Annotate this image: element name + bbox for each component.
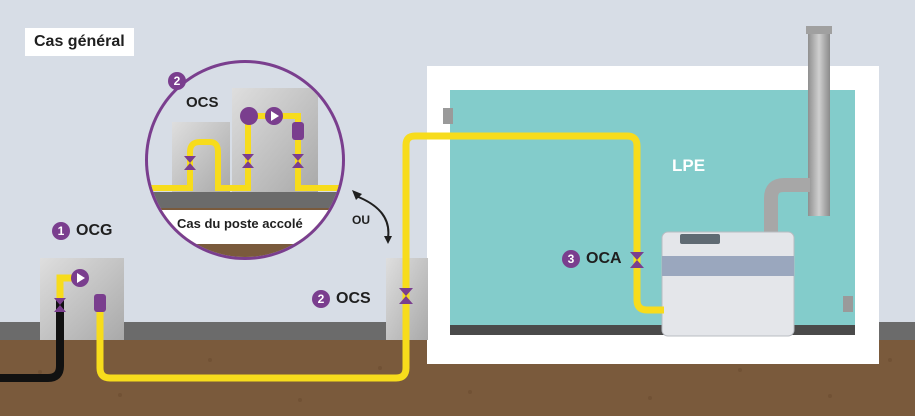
ocg-label: OCG [76,222,113,239]
ocs-main-label: OCS [336,290,371,307]
zoom-valve-3-icon [292,154,304,168]
or-arrow [355,195,390,239]
zoom-cabinet-back [172,122,230,192]
ocs-zoom-label: OCS [186,94,219,111]
flue-pipe [764,178,810,238]
ocs-main-number-badge: 2 [312,290,330,308]
ocg-number-badge: 1 [52,222,70,240]
ocg-meter-icon [94,294,106,312]
boiler-panel [680,234,720,244]
zoom-cabinet-front [232,88,318,192]
page-title: Cas général [25,28,134,56]
or-arrow-head-top [352,190,362,200]
boiler [661,231,795,337]
vent-bottom [843,296,853,312]
zoom-valve-1-icon [184,156,196,170]
lpe-label: LPE [672,156,706,175]
chimney [808,28,830,216]
ocs-zoom-caption: Cas du poste accolé [177,216,303,231]
ocg-regulator-arrow [77,273,85,283]
ocs-zoom-number-badge: 2 [168,72,186,90]
incoming-pipe-black [0,300,64,382]
ocs-valve-icon [399,288,413,304]
or-arrow-head-bottom [384,236,392,244]
chimney-cap [806,26,832,34]
boiler-stripe [662,256,794,276]
zoom-meter-icon [292,122,304,140]
zoom-gas-pipe [148,113,342,191]
oca-valve-icon [630,252,644,268]
oca-label: OCA [586,250,622,267]
zoom-wall-band [148,192,342,208]
soil-texture [38,358,892,402]
oca-number-badge: 3 [562,250,580,268]
vent-top [443,108,453,124]
zoom-regulator-1-icon [240,107,258,125]
or-label: OU [352,213,370,227]
room-floor [450,325,855,335]
zoom-valve-2-icon [242,154,254,168]
ocg-valve-icon [54,298,66,312]
zoom-regulator-arrow [271,111,279,121]
